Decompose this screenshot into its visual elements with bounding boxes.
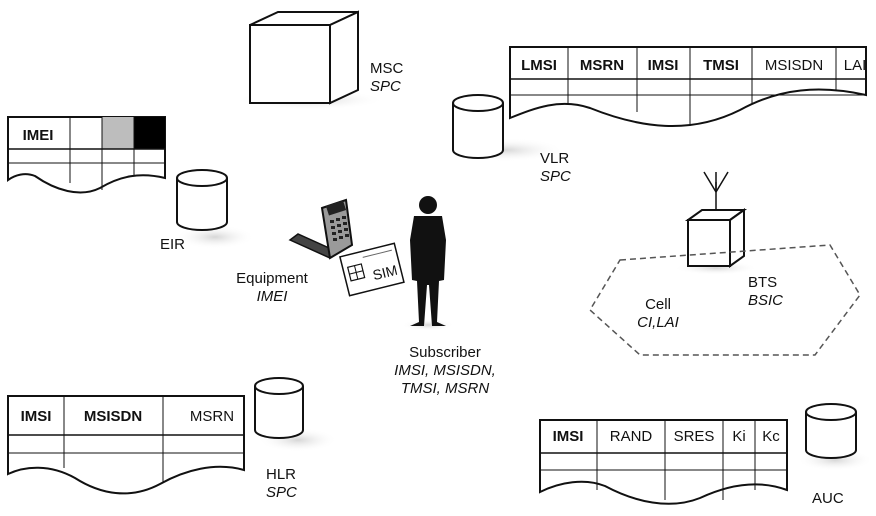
vlr-sub: SPC	[540, 168, 571, 185]
hlr-label: HLR SPC	[266, 466, 297, 502]
subscriber-person-icon	[402, 196, 454, 331]
subscriber-ids-line2: TMSI, MSRN	[400, 380, 490, 397]
equipment-label: Equipment IMEI	[224, 270, 320, 306]
mobile-phone-icon	[288, 198, 354, 260]
equipment-sub: IMEI	[256, 288, 288, 305]
eir-database-icon	[175, 169, 255, 249]
msc-cube-icon	[235, 10, 385, 110]
auc-col-kc: Kc	[762, 428, 780, 445]
auc-col-rand: RAND	[610, 428, 653, 445]
hlr-col-msisdn: MSISDN	[84, 408, 142, 425]
cell-name: Cell	[645, 296, 671, 313]
hlr-table: IMSI MSISDN MSRN	[7, 395, 245, 495]
msc-label: MSC SPC	[370, 60, 403, 96]
sim-label: SIM	[371, 262, 399, 284]
msc-name: MSC	[370, 60, 404, 77]
hlr-name: HLR	[266, 466, 297, 483]
vlr-col-msisdn: MSISDN	[765, 57, 823, 74]
hlr-sub: SPC	[266, 484, 297, 501]
bts-antenna-icon	[674, 171, 758, 275]
subscriber-label: Subscriber IMSI, MSISDN, TMSI, MSRN	[375, 344, 515, 398]
auc-col-ki: Ki	[732, 428, 745, 445]
eir-name: EIR	[160, 236, 186, 253]
hlr-database-icon	[254, 377, 338, 452]
vlr-col-lmsi: LMSI	[521, 57, 557, 74]
eir-col-imei: IMEI	[23, 127, 54, 144]
eir-label: EIR	[160, 236, 185, 254]
auc-col-sres: SRES	[674, 428, 715, 445]
vlr-label: VLR SPC	[540, 150, 571, 186]
eir-table: IMEI	[7, 116, 166, 194]
vlr-col-msrn: MSRN	[580, 57, 624, 74]
hlr-col-msrn: MSRN	[190, 408, 234, 425]
auc-col-imsi: IMSI	[553, 428, 584, 445]
bts-sub: BSIC	[748, 292, 784, 309]
vlr-col-lai: LAI	[844, 57, 867, 74]
subscriber-name: Subscriber	[409, 344, 481, 361]
vlr-col-imsi: IMSI	[648, 57, 679, 74]
subscriber-ids-line1: IMSI, MSISDN,	[394, 362, 496, 379]
bts-label: BTS BSIC	[748, 274, 783, 310]
auc-database-icon	[797, 403, 873, 471]
bts-name: BTS	[748, 274, 778, 291]
sim-card-icon: SIM	[339, 242, 405, 297]
cell-label: Cell CI,LAI	[618, 296, 698, 332]
vlr-database-icon	[445, 94, 565, 162]
cell-area-outline	[589, 244, 861, 356]
auc-name: AUC	[812, 490, 844, 507]
equipment-name: Equipment	[236, 270, 308, 287]
hlr-col-imsi: IMSI	[21, 408, 52, 425]
vlr-table: LMSI MSRN IMSI TMSI MSISDN LAI	[509, 46, 867, 128]
vlr-col-tmsi: TMSI	[703, 57, 739, 74]
auc-table: IMSI RAND SRES Ki Kc	[539, 419, 788, 505]
auc-label: AUC	[812, 490, 844, 508]
msc-sub: SPC	[370, 78, 401, 95]
cell-sub: CI,LAI	[637, 314, 679, 331]
vlr-name: VLR	[540, 150, 570, 167]
